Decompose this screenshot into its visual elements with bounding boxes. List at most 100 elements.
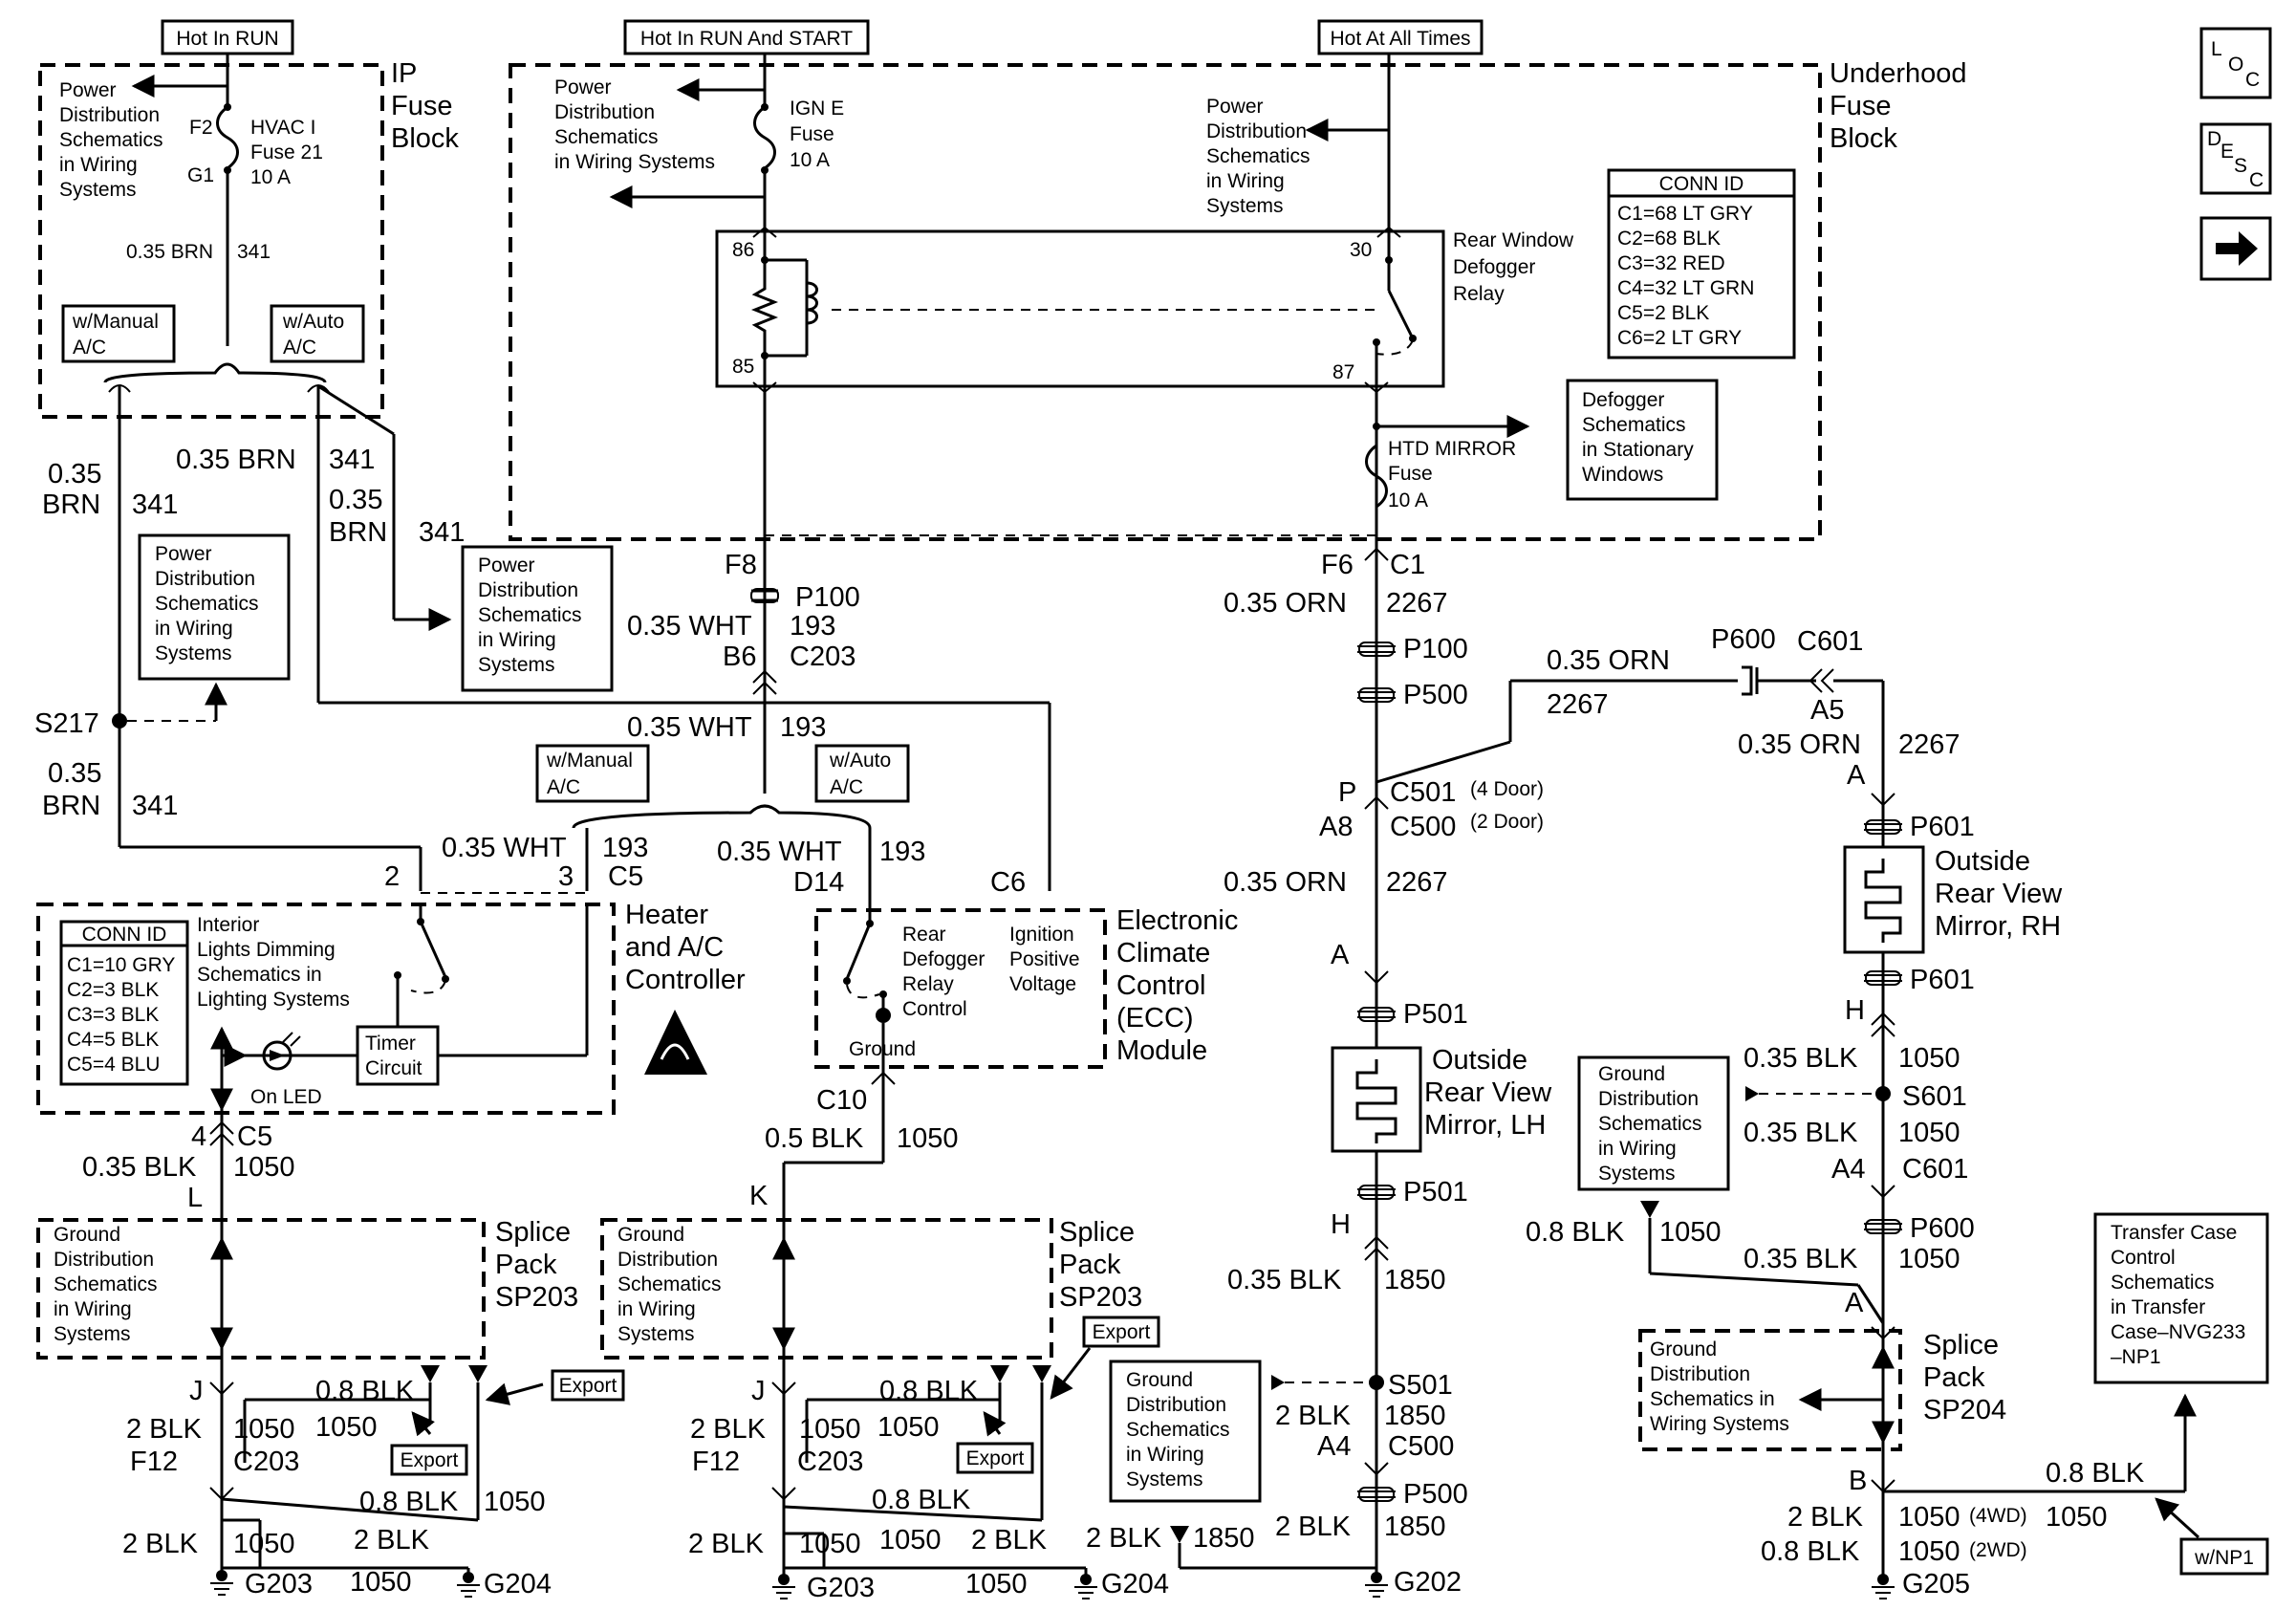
diagram-label: 1050 [350,1567,412,1598]
diagram-label: C2=3 BLK [67,979,159,1001]
diagram-label: Fuse 21 [250,141,323,163]
diagram-label: 0.35 ORN [1224,588,1347,619]
loc-button[interactable]: L O C [2199,27,2272,99]
wire-segment [282,1032,301,1047]
diagram-label: Ground [54,1224,120,1246]
diagram-label: Distribution [617,1249,718,1271]
diagram-label: Schematics [1206,145,1310,167]
diagram-label: C1=10 GRY [67,954,175,976]
diagram-label: Splice [1059,1217,1135,1248]
wire-segment [771,1487,796,1501]
diagram-label: (2 Door) [1470,811,1544,833]
diagram-label: 10 A [250,166,291,188]
wire-segment [1865,1219,1901,1234]
splice-s217 [112,713,127,729]
wire-segment [871,1071,896,1085]
diagram-label: Hot In RUN And START [640,28,853,50]
diagram-label: C601 [1797,626,1863,657]
diagram-label: 0.35 BRN [126,241,213,263]
header-hot-all-times: Hot At All Times [1317,19,1484,55]
desc-button[interactable]: D E S C [2199,122,2272,195]
w-np1-option [2179,1537,2269,1576]
diagram-label: C2=68 BLK [1617,228,1721,250]
wire-segment [1871,1012,1895,1037]
diagram-label: P500 [1403,1479,1468,1510]
wire-segment [2093,1212,2269,1384]
diagram-label: Ground [1598,1063,1665,1085]
wire-segment [1871,1185,1895,1199]
splice-s601 [1875,1086,1891,1101]
wire-segment [1364,547,1389,561]
wire-segment [1357,1188,1396,1196]
diagram-label: Fuse [790,123,834,145]
diagram-label: 2 BLK [690,1414,767,1445]
wire-segment [1364,795,1389,810]
diagram-label: Fuse [1830,91,1891,121]
diagram-label: in Stationary [1582,439,1694,461]
diagram-label: C4=5 BLK [67,1029,159,1051]
diagram-label: C10 [816,1085,867,1116]
diagram-label: Rear View [1935,879,2063,909]
diagram-label: Schematics [54,1273,158,1295]
heater-ac-controller: Heater and A/C Controller CONN ID C1=10 … [36,900,746,1220]
diagram-label: 0.35 BLK [1744,1118,1858,1148]
diagram-label: (ECC) [1116,1003,1194,1033]
diagram-label: 0.35 BLK [82,1152,197,1183]
heater-element-icon [1355,1059,1397,1143]
diagram-label: Block [1830,123,1897,154]
diagram-label: IGN E [790,98,844,120]
diagram-label: A5 [1810,695,1844,726]
diagram-label: F2 [189,117,213,139]
wire-segment [468,1365,487,1382]
diagram-label: Schematics [478,604,582,626]
diagram-label: S501 [1388,1370,1453,1401]
diagram-label: 0.8 BLK [2046,1458,2145,1489]
diagram-label: C5=2 BLK [1617,302,1709,324]
diagram-label: Schematics [2111,1272,2215,1294]
right-arrow-icon [2216,231,2258,266]
diagram-label: 2267 [1898,729,1960,760]
diagram-label: Block [391,123,459,154]
transfer-case-ref: Transfer Case Control Schematics in Tran… [2093,1212,2269,1384]
wire-segment [216,1570,227,1581]
wire-segment [1365,1584,1388,1598]
diagram-label: A/C [830,776,863,798]
wire-segment [1357,1011,1396,1018]
diagram-label: –NP1 [2111,1346,2161,1368]
diagram-label: A4 [1831,1154,1865,1185]
diagram-label: 3 [558,861,574,892]
diagram-label: Outside [1935,846,2030,877]
diagram-label: Pack [1923,1362,1985,1393]
diagram-label: C5 [608,861,643,892]
diagram-label: Interior [197,914,259,936]
wire-segment [1364,970,1389,985]
wire-segment [36,903,616,1115]
diagram-label: G202 [1394,1567,1462,1598]
wire-segment [1566,379,1719,501]
diagram-label: 341 [237,241,271,263]
diagram-label: Distribution [54,1249,154,1271]
diagram-label: 0.35 WHT [442,833,567,863]
wire-segment [1358,1185,1395,1200]
export-tag-3 [1082,1316,1160,1348]
power-distribution-ref-3: Power Distribution Schematics in Wiring … [1206,96,1310,217]
diagram-label: K [749,1181,769,1211]
diagram-label: 1050 [879,1525,942,1556]
wire-segment [221,1497,479,1522]
wire-segment [1385,256,1393,264]
diagram-label: BRN [329,517,387,548]
power-distribution-ref-2: Power Distribution Schematics in Wiring … [554,76,715,173]
diagram-label: Control [1116,970,1206,1001]
next-page-button[interactable] [2199,216,2272,281]
splice-pack-left: Splice Pack SP203 Ground Distribution Sc… [36,1217,625,1599]
diagram-label: in Wiring [155,618,233,640]
left-wiring: 0.35 BRN 341 0.35 BRN 341 0.35 BRN 341 P… [34,384,1051,891]
diagram-label: 86 [732,239,754,261]
diagram-label: H [1845,995,1865,1026]
diagram-label: 0.35 BRN [176,445,296,475]
ecc-module: Electronic Climate Control (ECC) Module … [749,891,1238,1220]
diagram-label: Systems [1126,1469,1203,1490]
wire-segment [270,1050,285,1061]
underhood-fuse-block: Underhood Fuse Block Power Distribution … [509,58,1967,541]
underhood-conn-id-table: CONN ID C1=68 LT GRY C2=68 BLK C3=32 RED… [1607,168,1796,359]
